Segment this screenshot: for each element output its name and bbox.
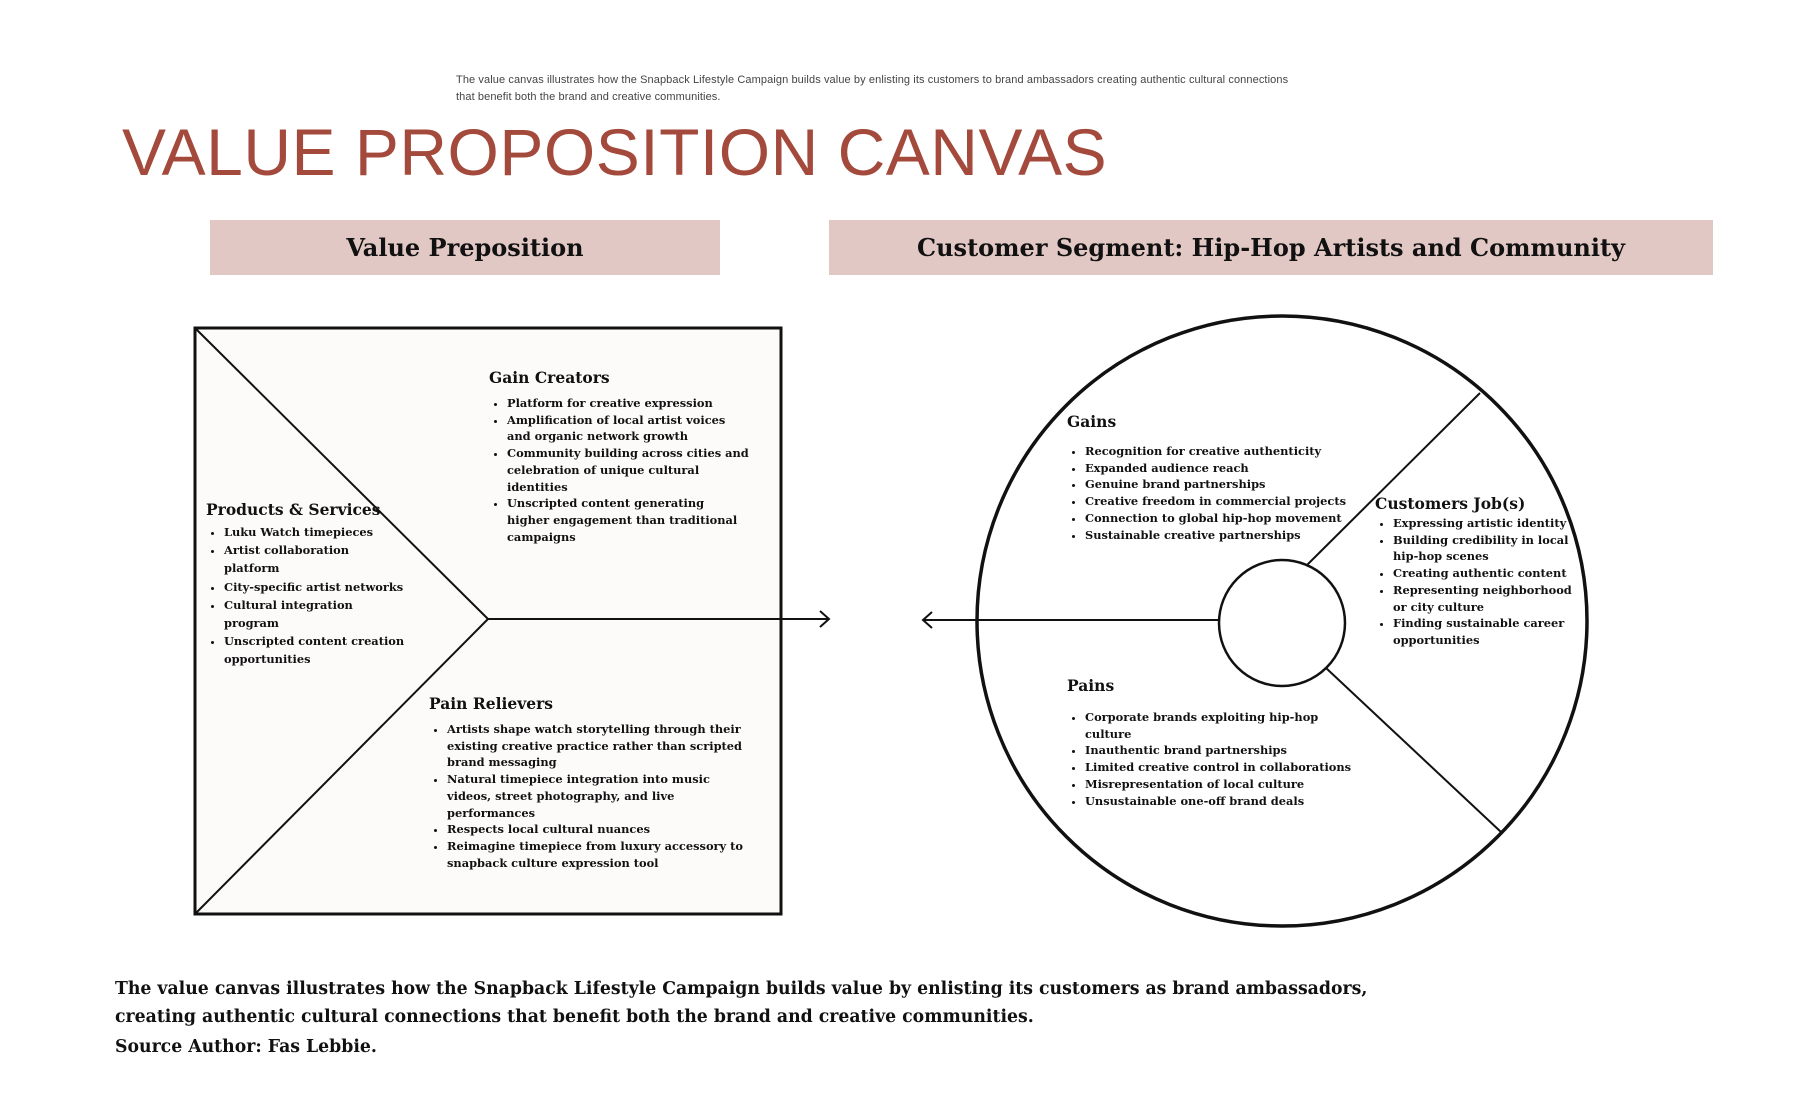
list-item: Connection to global hip-hop movement: [1085, 510, 1357, 527]
customer-arrow-head-icon: [921, 611, 933, 629]
footer-line-1: The value canvas illustrates how the Sna…: [115, 979, 1368, 999]
list-item: Expressing artistic identity: [1393, 515, 1575, 532]
list-item: Sustainable creative partnerships: [1085, 527, 1357, 544]
list-item: Reimagine timepiece from luxury accessor…: [447, 838, 749, 871]
profile-center-circle: [1217, 558, 1347, 688]
list-item: Community building across cities and cel…: [507, 445, 749, 495]
list-item: Artist collaboration platform: [224, 541, 406, 577]
list-item: Misrepresentation of local culture: [1085, 776, 1357, 793]
pains-title: Pains: [1067, 676, 1115, 695]
gains-list: Recognition for creative authenticity Ex…: [1067, 443, 1357, 543]
list-item: Respects local cultural nuances: [447, 821, 749, 838]
customer-jobs-list: Expressing artistic identity Building cr…: [1375, 515, 1575, 649]
value-proposition-header: Value Preposition: [210, 220, 720, 275]
list-item: Building credibility in local hip-hop sc…: [1393, 532, 1575, 565]
list-item: Unscripted content generating higher eng…: [507, 495, 749, 545]
square-divider-upper: [195, 328, 489, 620]
pain-relievers-section: Pain Relievers Artists shape watch story…: [429, 694, 749, 871]
customer-jobs-section: Customers Job(s) Expressing artistic ide…: [1375, 494, 1575, 649]
list-item: Finding sustainable career opportunities: [1393, 615, 1575, 648]
customer-jobs-title: Customers Job(s): [1375, 494, 1526, 513]
gains-title: Gains: [1067, 412, 1117, 431]
list-item: Platform for creative expression: [507, 395, 749, 412]
products-services-list: Luku Watch timepieces Artist collaborati…: [206, 523, 406, 669]
pains-list: Corporate brands exploiting hip-hop cult…: [1067, 709, 1357, 809]
list-item: Creating authentic content: [1393, 565, 1575, 582]
gain-creators-list: Platform for creative expression Amplifi…: [489, 395, 749, 545]
intro-line-1: The value canvas illustrates how the Sna…: [456, 74, 1289, 86]
pains-section: Pains Corporate brands exploiting hip-ho…: [1067, 676, 1357, 809]
page-title: VALUE PROPOSITION CANVAS: [122, 115, 1108, 189]
list-item: Artists shape watch storytelling through…: [447, 721, 749, 771]
intro-line-2: that benefit both the brand and creative…: [456, 91, 721, 103]
list-item: Recognition for creative authenticity: [1085, 443, 1357, 460]
list-item: Corporate brands exploiting hip-hop cult…: [1085, 709, 1357, 742]
square-divider-lower: [195, 618, 489, 914]
footer-line-2: creating authentic cultural connections …: [115, 1007, 1034, 1027]
pain-relievers-list: Artists shape watch storytelling through…: [429, 721, 749, 871]
list-item: Limited creative control in collaboratio…: [1085, 759, 1357, 776]
list-item: Genuine brand partnerships: [1085, 476, 1357, 493]
products-services-title: Products & Services: [206, 500, 381, 519]
list-item: Expanded audience reach: [1085, 460, 1357, 477]
list-item: City-specific artist networks: [224, 578, 406, 596]
list-item: Amplification of local artist voices and…: [507, 412, 749, 445]
intro-text: The value canvas illustrates how the Sna…: [456, 72, 1316, 106]
products-services-section: Products & Services Luku Watch timepiece…: [206, 500, 406, 669]
list-item: Unsustainable one-off brand deals: [1085, 793, 1357, 810]
list-item: Creative freedom in commercial projects: [1085, 493, 1357, 510]
gains-section: Gains Recognition for creative authentic…: [1067, 412, 1357, 543]
list-item: Natural timepiece integration into music…: [447, 771, 749, 821]
footer-caption: The value canvas illustrates how the Sna…: [115, 975, 1415, 1061]
list-item: Luku Watch timepieces: [224, 523, 406, 541]
source-author: Source Author: Fas Lebbie.: [115, 1037, 377, 1057]
list-item: Unscripted content creation opportunitie…: [224, 632, 406, 668]
circle-divider-lower: [1325, 667, 1502, 833]
gain-creators-title: Gain Creators: [489, 368, 610, 387]
list-item: Inauthentic brand partnerships: [1085, 742, 1357, 759]
circle-divider-upper: [1306, 392, 1481, 566]
customer-segment-header: Customer Segment: Hip-Hop Artists and Co…: [829, 220, 1713, 275]
gain-creators-section: Gain Creators Platform for creative expr…: [489, 368, 749, 545]
value-arrow-head-icon: [819, 610, 831, 628]
list-item: Representing neighborhood or city cultur…: [1393, 582, 1575, 615]
pain-relievers-title: Pain Relievers: [429, 694, 553, 713]
list-item: Cultural integration program: [224, 596, 406, 632]
